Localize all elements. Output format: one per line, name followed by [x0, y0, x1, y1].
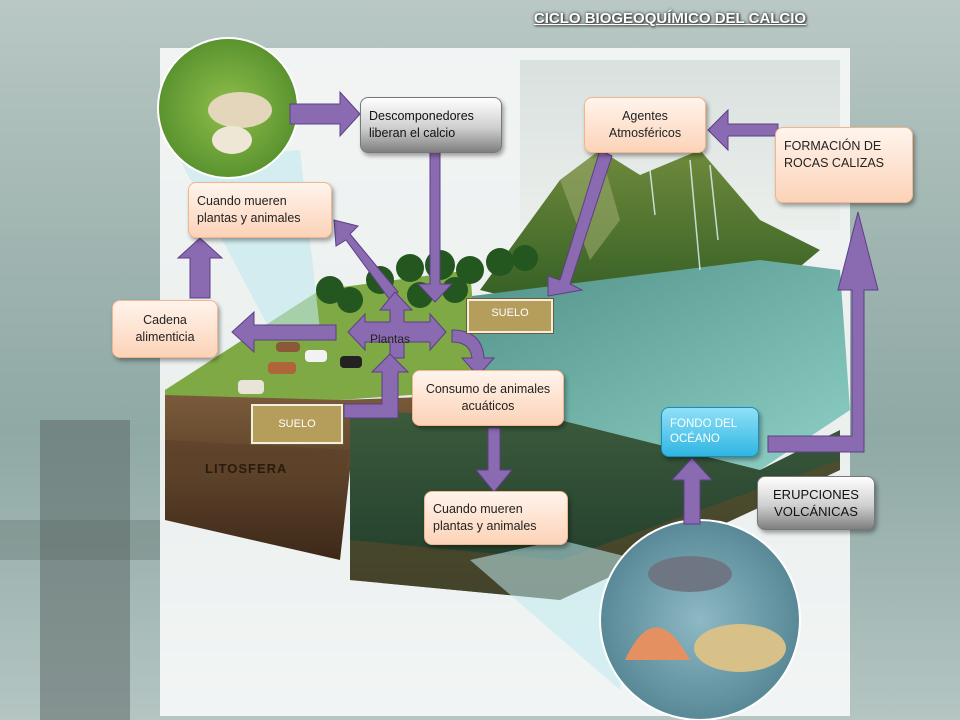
mueren-bottom-box: Cuando mueren plantas y animales: [424, 491, 568, 545]
cycle-arrows: [176, 90, 879, 525]
agentes-box: Agentes Atmosféricos: [584, 97, 706, 153]
plantas-cross-arrow: [347, 291, 447, 359]
litosfera-label: LITOSFERA: [205, 461, 288, 476]
diagram-title: CICLO BIOGEOQUÍMICO DEL CALCIO: [533, 10, 807, 27]
mueren-top-box: Cuando mueren plantas y animales: [188, 182, 332, 238]
cadena-box: Cadena alimenticia: [112, 300, 218, 358]
descomponedores-box: Descomponedores liberan el calcio: [360, 97, 502, 153]
arrow-shells-to-fondo: [670, 457, 714, 525]
seabed: [350, 460, 840, 600]
arrow-consumo-to-mueren: [474, 427, 514, 493]
erupciones-box: ERUPCIONES VOLCÁNICAS: [757, 476, 875, 530]
rain: [649, 159, 719, 271]
arrow-erupciones-to-formacion: [767, 211, 879, 453]
suelo-right-label: SUELO: [466, 298, 554, 334]
arrow-suelo-to-plants: [343, 353, 410, 419]
arrow-plants-to-mueren: [333, 219, 399, 301]
soil-stripe: [165, 440, 350, 470]
shells-photo: [599, 519, 801, 720]
arrow-cadena-to-mueren: [176, 237, 224, 299]
arrow-plants-to-cadena: [231, 310, 337, 354]
arrow-plants-to-consumo: [451, 329, 496, 377]
arrow-to-descomponedores: [289, 90, 361, 138]
background-post: [40, 420, 130, 720]
arrow-formacion-to-agentes: [707, 108, 779, 152]
focus-cone-bottom: [470, 540, 640, 690]
arrow-agentes-to-mountain: [547, 149, 613, 297]
consumo-box: Consumo de animales acuáticos: [412, 370, 564, 426]
suelo-left-label: SUELO: [250, 403, 344, 445]
arrow-descomponedores-to-plants: [416, 151, 454, 303]
fondo-oceano-box: FONDO DEL OCÉANO: [661, 407, 759, 457]
cows: [238, 342, 362, 394]
background-pier: [0, 520, 160, 560]
plantas-label: Plantas: [370, 332, 411, 346]
formacion-box: FORMACIÓN DE ROCAS CALIZAS: [775, 127, 913, 203]
